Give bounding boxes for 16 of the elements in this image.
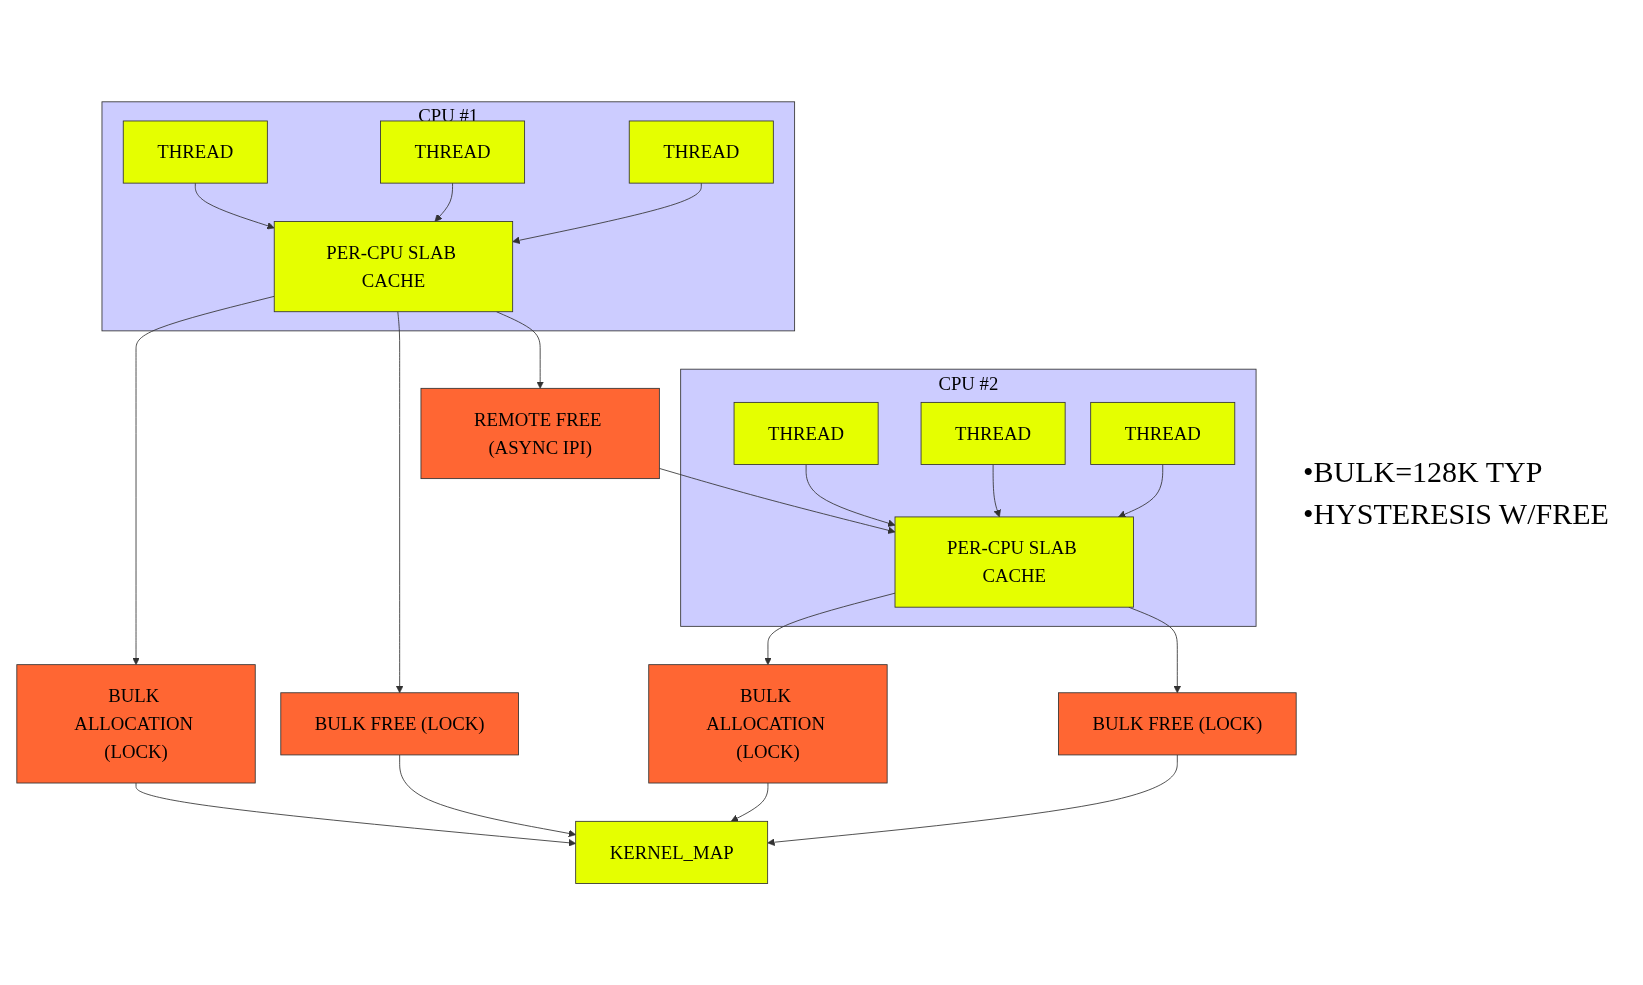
node-box: BULK FREE (LOCK) (280, 692, 519, 756)
node-box: THREAD (628, 120, 774, 184)
node-box: PER-CPU SLAB CACHE (273, 220, 514, 312)
node-box: BULK ALLOCATION (LOCK) (16, 664, 256, 784)
node-box: BULK ALLOCATION (LOCK) (648, 664, 888, 784)
node-box: THREAD (380, 120, 526, 184)
node-box: THREAD (122, 120, 268, 184)
node-box: THREAD (733, 401, 879, 465)
node-box: THREAD (1090, 401, 1236, 465)
node-box: KERNEL_MAP (575, 820, 769, 884)
node-box: THREAD (920, 401, 1066, 465)
node-box: REMOTE FREE (ASYNC IPI) (420, 387, 660, 479)
node-box: BULK FREE (LOCK) (1058, 692, 1297, 756)
note-text: •HYSTERESIS W/FREE (1303, 496, 1610, 531)
note-text: •BULK=128K TYP (1303, 454, 1544, 489)
node-box: PER-CPU SLAB CACHE (894, 516, 1134, 608)
